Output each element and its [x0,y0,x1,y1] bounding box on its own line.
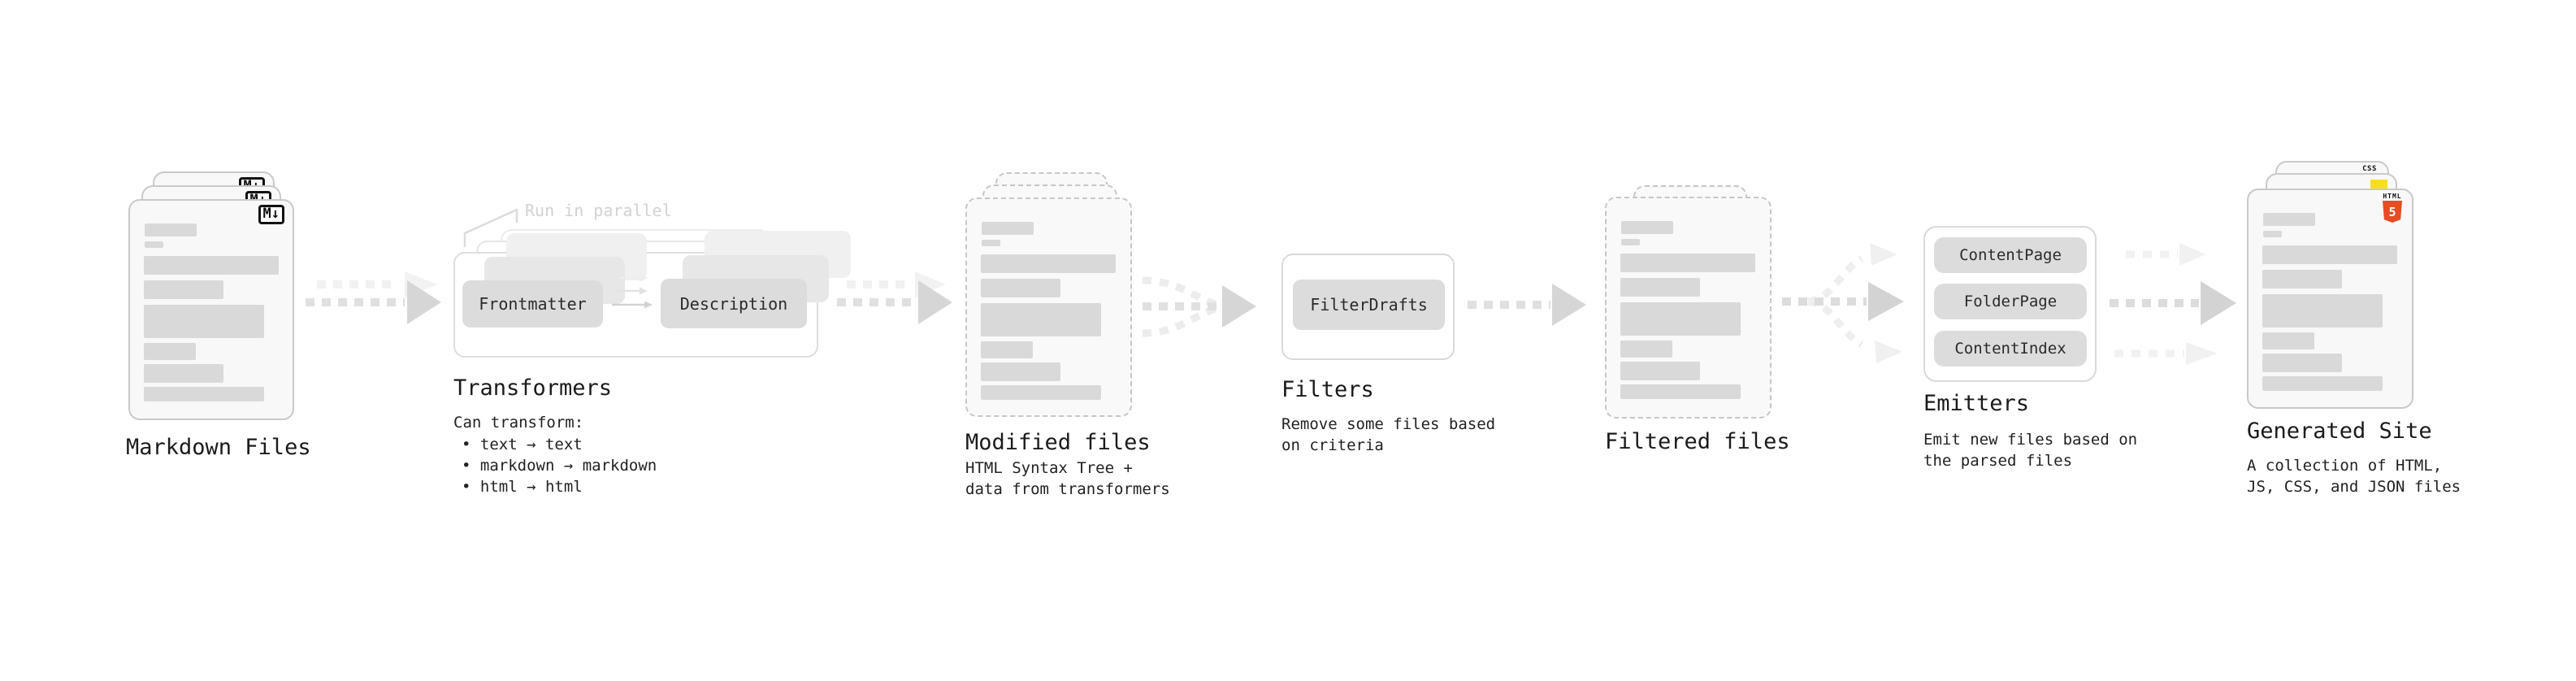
modified-files-desc: data from transformers [965,480,1170,498]
transformer-parallel-arrows [612,274,653,309]
skeleton-line [145,223,197,236]
markdown-icon: M↓ [258,205,284,224]
frontmatter-chip: Frontmatter [462,280,603,327]
modified-files-label: Modified files [965,430,1151,455]
skeleton-line [981,385,1101,400]
emitters-label: Emitters [1923,391,2030,416]
transformers-label: Transformers [453,375,613,401]
skeleton-line [1620,254,1755,272]
filtered-file-card-front [1605,197,1772,419]
transformers-desc-title: Can transform: [453,414,584,432]
skeleton-line [2262,245,2397,264]
run-in-parallel-annotation: Run in parallel [525,201,672,220]
skeleton-line [981,279,1060,297]
skeleton-line [981,254,1116,273]
filters-label: Filters [1281,377,1374,402]
transformers-bullet: • html → html [462,478,583,496]
skeleton-line [2262,354,2342,372]
markdown-files-label: Markdown Files [126,435,311,460]
skeleton-line [1620,278,1700,297]
filters-desc: on criteria [1281,436,1384,454]
filtered-files-label: Filtered files [1605,429,1790,454]
skeleton-line [1620,340,1672,358]
skeleton-line [981,341,1033,358]
site-file-card-html: HTML 5 [2247,189,2413,409]
skeleton-line [2262,294,2383,327]
skeleton-line [144,256,279,275]
skeleton-line [2262,270,2342,288]
emitters-desc: Emit new files based on [1923,431,2138,449]
contentindex-chip: ContentIndex [1934,331,2087,367]
js-icon [2370,180,2387,189]
skeleton-line [144,305,264,338]
transformers-bullet: • text → text [462,436,583,453]
skeleton-line [145,241,163,248]
skeleton-line [144,364,223,383]
modified-files-desc: HTML Syntax Tree + [965,459,1133,477]
skeleton-line [1620,384,1741,399]
skeleton-line [2263,213,2315,226]
run-in-parallel-leader-line [463,208,518,247]
skeleton-line [1621,221,1673,234]
arrow-emitters-to-site [2110,243,2236,365]
generated-site-desc: A collection of HTML, [2247,457,2443,475]
skeleton-line [144,280,223,299]
skeleton-line [1620,302,1741,336]
emitters-desc: the parsed files [1923,452,2073,470]
html5-icon: HTML 5 [2381,193,2404,223]
skeleton-line [2262,376,2383,391]
skeleton-line [2263,231,2282,237]
skeleton-line [981,303,1101,336]
markdown-file-card-front: M↓ [128,199,294,420]
skeleton-line [144,343,196,360]
filterdrafts-chip: FilterDrafts [1293,280,1445,330]
arrow-filters-to-filtered [1468,284,1586,326]
contentpage-chip: ContentPage [1934,237,2087,273]
description-chip: Description [661,279,807,328]
skeleton-line [981,362,1060,381]
skeleton-line [982,240,1000,246]
skeleton-line [1620,362,1700,380]
arrow-markdown-to-transformers [306,271,441,324]
filters-desc: Remove some files based [1281,415,1496,433]
arrow-filtered-to-emitters [1782,243,1904,363]
arrow-modified-to-filters [1142,276,1256,337]
skeleton-line [2262,332,2314,349]
folderpage-chip: FolderPage [1934,284,2087,319]
skeleton-line [1621,239,1640,245]
transformers-bullet: • markdown → markdown [462,457,657,475]
arrow-transformers-to-modified [837,271,952,324]
skeleton-line [144,387,264,401]
skeleton-line [982,222,1034,235]
modified-file-card-front [965,197,1132,417]
generated-site-label: Generated Site [2247,419,2432,444]
generated-site-desc: JS, CSS, and JSON files [2247,478,2461,496]
